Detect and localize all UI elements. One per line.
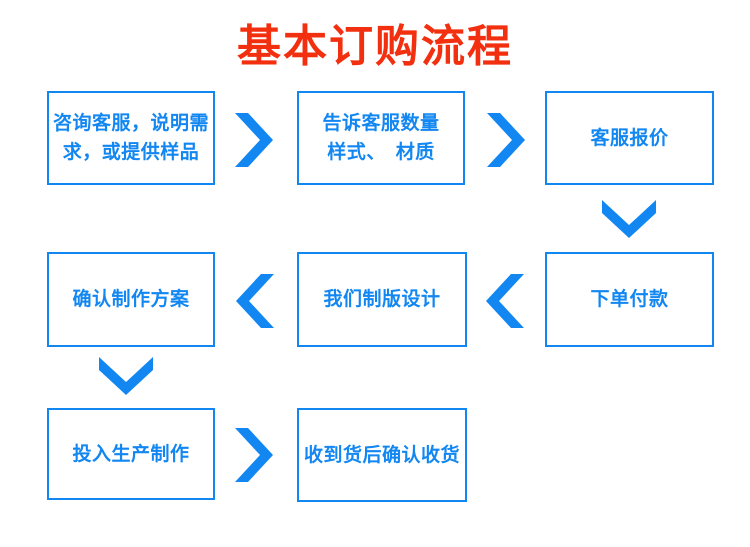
chevron-down-icon	[602, 200, 656, 238]
chevron-right-icon	[487, 113, 525, 167]
chevron-left-icon	[486, 274, 524, 328]
flow-step-order-pay: 下单付款	[545, 252, 714, 347]
flow-step-quantity: 告诉客服数量 样式、 材质	[297, 91, 465, 185]
flow-step-consult: 咨询客服，说明需 求，或提供样品	[47, 91, 215, 185]
chevron-left-icon	[236, 274, 274, 328]
flow-step-receive: 收到货后确认收货	[297, 408, 467, 502]
page-title: 基本订购流程	[237, 21, 513, 72]
chevron-right-icon	[235, 428, 273, 482]
flow-step-confirm-plan: 确认制作方案	[47, 252, 215, 347]
flow-step-quote: 客服报价	[545, 91, 714, 185]
flow-step-production: 投入生产制作	[47, 408, 215, 500]
chevron-down-icon	[99, 357, 153, 395]
chevron-right-icon	[235, 113, 273, 167]
flow-step-design: 我们制版设计	[297, 252, 467, 347]
